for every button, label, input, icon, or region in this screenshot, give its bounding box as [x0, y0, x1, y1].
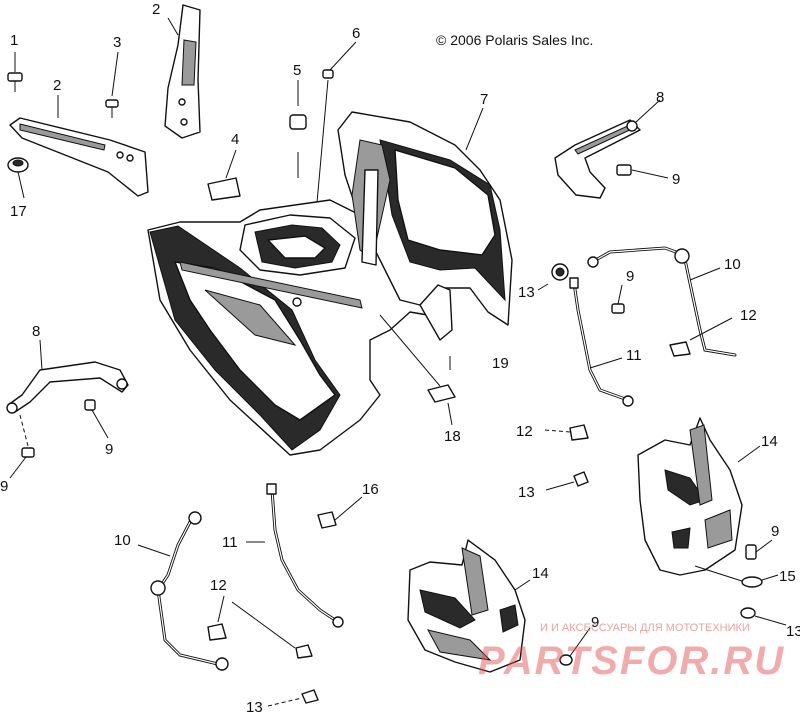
callout-16: 16	[362, 481, 379, 498]
callout-17: 17	[10, 203, 27, 220]
callout-3: 3	[113, 34, 121, 51]
part-9-screw-d	[611, 284, 625, 314]
part-11-rod-lower	[246, 483, 344, 628]
callout-13-d: 13	[246, 699, 263, 714]
callout-11-upper: 11	[626, 347, 642, 364]
part-14-panel-right	[637, 417, 761, 583]
part-13-grommet-c	[740, 607, 787, 626]
part-8-bracket-right	[554, 99, 661, 199]
part-13-grommet-a	[537, 263, 569, 291]
callout-8-left: 8	[32, 323, 40, 340]
watermark-brand: PARTSFOR.RU	[478, 639, 785, 683]
callout-6: 6	[352, 25, 360, 42]
part-17-grommet	[7, 157, 29, 199]
callout-1: 1	[10, 32, 18, 49]
callout-13-a: 13	[518, 284, 535, 301]
part-9-screw-b	[84, 399, 109, 439]
callout-4: 4	[231, 131, 239, 148]
callout-13-c: 13	[786, 623, 800, 640]
part-14-panel-lower	[407, 539, 531, 673]
part-16-push-rivet	[317, 496, 363, 529]
part-13-grommet-d	[267, 689, 319, 707]
callout-9-a: 9	[672, 171, 680, 188]
part-9-screw-e	[745, 539, 773, 560]
callout-9-c: 9	[0, 478, 8, 495]
part-11-rod-upper	[569, 277, 634, 407]
callout-9-d: 9	[626, 268, 634, 285]
part-12-clip-b	[544, 424, 589, 441]
callout-12-a: 12	[740, 307, 757, 324]
part-9-screw-c	[9, 414, 35, 479]
copyright-text: © 2006 Polaris Sales Inc.	[436, 32, 593, 48]
part-2-bracket-upper	[164, 4, 201, 139]
part-15-washer	[741, 574, 779, 588]
part-5-clip	[289, 80, 307, 178]
watermark: И И АКСЕССУАРЫ ДЛЯ МОТОТЕХНИКИ PARTSFOR.…	[478, 622, 785, 683]
callout-14-right: 14	[761, 433, 778, 450]
part-10-rod-upper	[587, 246, 737, 357]
callout-19: 19	[492, 355, 509, 372]
callout-14-lower: 14	[532, 565, 549, 582]
callout-10-upper: 10	[724, 256, 741, 273]
callout-15: 15	[779, 568, 796, 585]
callout-11-lower: 11	[222, 534, 238, 551]
callout-9-b: 9	[105, 441, 113, 458]
part-1-screw	[7, 52, 23, 92]
part-7-headlight-pod	[337, 107, 513, 341]
callout-9-f: 9	[591, 614, 599, 631]
part-12-clip-a	[669, 317, 733, 357]
part-3-bolt	[105, 51, 119, 118]
callout-2-upper: 2	[152, 1, 160, 18]
part-6-screw	[314, 41, 357, 226]
part-9-screw-f	[559, 627, 591, 666]
callout-13-b: 13	[518, 484, 535, 501]
watermark-tagline: И И АКСЕССУАРЫ ДЛЯ МОТОТЕХНИКИ	[540, 622, 750, 634]
part-9-screw-a	[616, 164, 669, 179]
part-8-bracket-left	[6, 339, 129, 414]
part-4-decal	[207, 149, 241, 201]
part-18-clip	[379, 314, 456, 426]
callout-5: 5	[293, 62, 301, 79]
part-2-bracket-left	[9, 95, 149, 197]
part-13-grommet-b	[545, 471, 589, 491]
callout-10-lower: 10	[114, 532, 131, 549]
callout-2-left: 2	[53, 77, 61, 94]
callout-7: 7	[480, 91, 488, 108]
callout-18: 18	[444, 428, 461, 445]
callout-12-c: 12	[210, 577, 227, 594]
callout-12-b: 12	[516, 423, 533, 440]
callout-9-e: 9	[771, 523, 779, 540]
callout-8-right: 8	[656, 89, 664, 106]
part-10-rod-lower	[137, 511, 229, 671]
part-12-clip-c	[207, 595, 313, 659]
